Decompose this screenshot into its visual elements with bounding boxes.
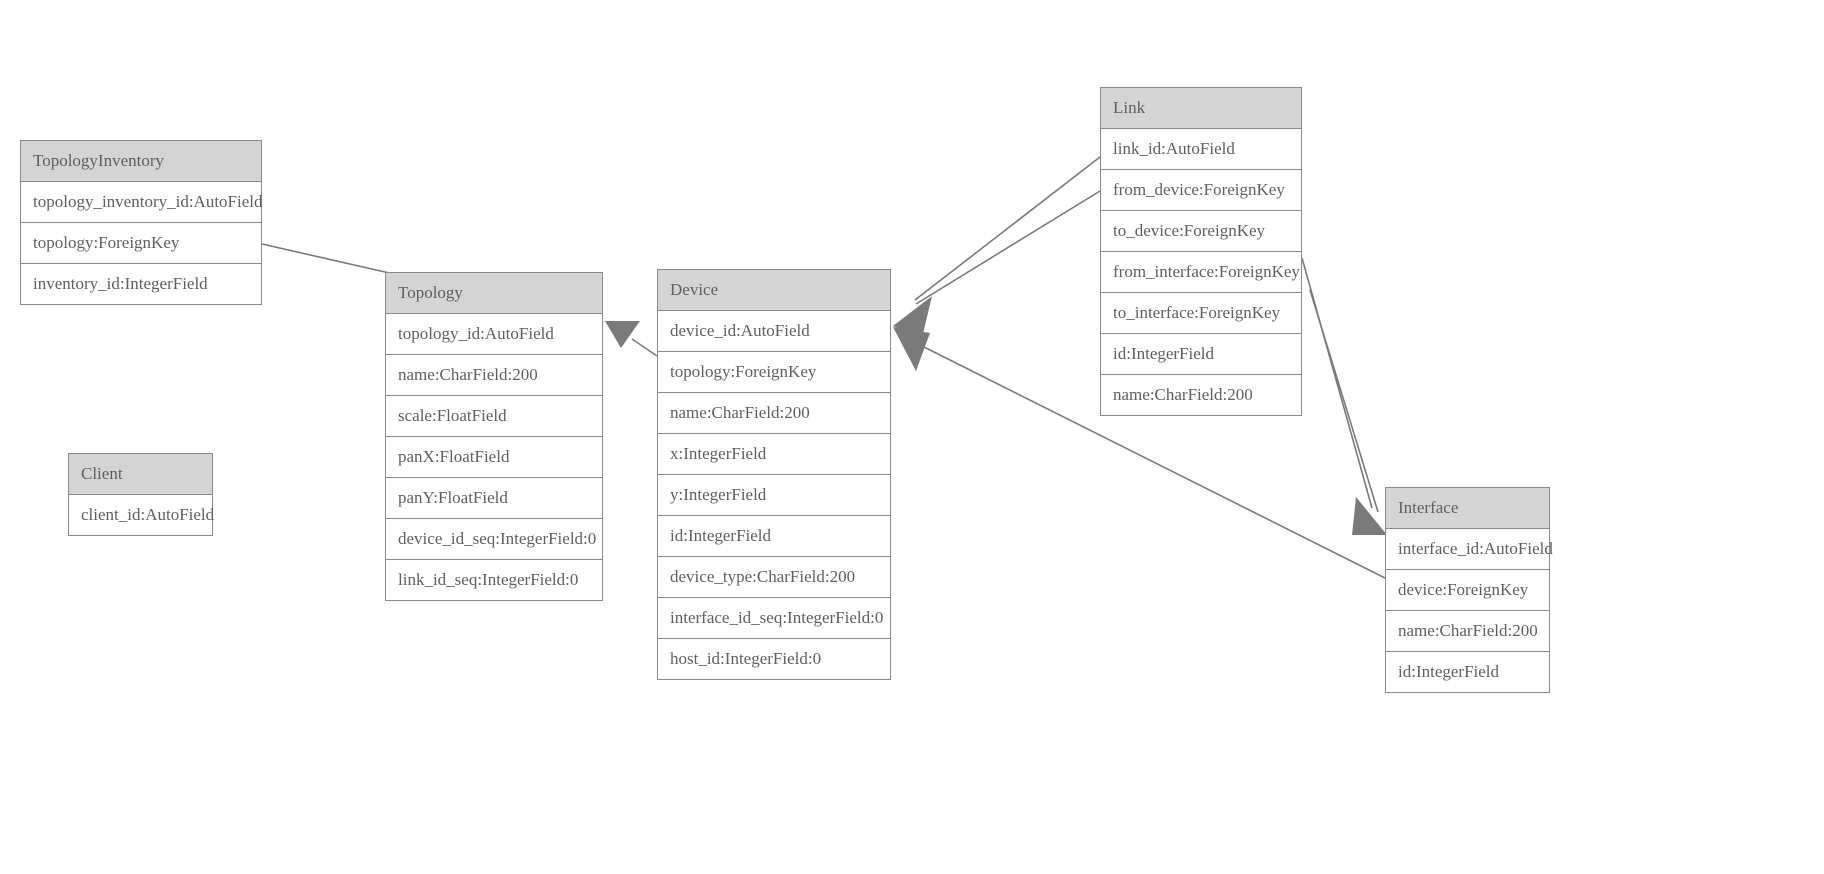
- entity-field: device_id_seq:IntegerField:0: [386, 519, 602, 560]
- edge-link-from-interface: [1301, 257, 1373, 509]
- entity-field: y:IntegerField: [658, 475, 890, 516]
- entity-title: Client: [69, 454, 212, 495]
- entity-field: to_interface:ForeignKey: [1101, 293, 1301, 334]
- entity-field: name:CharField:200: [1101, 375, 1301, 415]
- entity-field: to_device:ForeignKey: [1101, 211, 1301, 252]
- entity-field: topology:ForeignKey: [21, 223, 261, 264]
- edge-link-to-device: [915, 190, 1101, 305]
- entity-field: topology_inventory_id:AutoField: [21, 182, 263, 223]
- entity-title: Topology: [386, 273, 602, 314]
- entity-field: inventory_id:IntegerField: [21, 264, 261, 304]
- edge-device-topology: [605, 321, 658, 357]
- entity-field: device_id:AutoField: [658, 311, 890, 352]
- entity-field: topology_id:AutoField: [386, 314, 602, 355]
- entity-field: host_id:IntegerField:0: [658, 639, 890, 679]
- entity-field: topology:ForeignKey: [658, 352, 890, 393]
- entity-title: Link: [1101, 88, 1301, 129]
- arrowhead-device-from-link: [893, 296, 932, 338]
- entity-field: panY:FloatField: [386, 478, 602, 519]
- entity-field: from_interface:ForeignKey: [1101, 252, 1301, 293]
- entity-title: Device: [658, 270, 890, 311]
- entity-field: id:IntegerField: [658, 516, 890, 557]
- entity-title: TopologyInventory: [21, 141, 261, 182]
- entity-field: panX:FloatField: [386, 437, 602, 478]
- entity-field: id:IntegerField: [1386, 652, 1549, 692]
- entity-title: Interface: [1386, 488, 1549, 529]
- edge-link-from-device: [914, 156, 1101, 301]
- entity-field: link_id:AutoField: [1101, 129, 1301, 170]
- entity-field: x:IntegerField: [658, 434, 890, 475]
- entity-field: from_device:ForeignKey: [1101, 170, 1301, 211]
- entity-field: name:CharField:200: [658, 393, 890, 434]
- arrowhead-interface-from-link: [1352, 497, 1387, 535]
- entity-field: client_id:AutoField: [69, 495, 214, 535]
- entity-field: interface_id:AutoField: [1386, 529, 1553, 570]
- entity-field: id:IntegerField: [1101, 334, 1301, 375]
- edge-link-to-interface: [1309, 289, 1379, 513]
- entity-field: scale:FloatField: [386, 396, 602, 437]
- entity-field: device:ForeignKey: [1386, 570, 1549, 611]
- entity-field: name:CharField:200: [386, 355, 602, 396]
- entity-field: name:CharField:200: [1386, 611, 1549, 652]
- entity-field: link_id_seq:IntegerField:0: [386, 560, 602, 600]
- entity-field: interface_id_seq:IntegerField:0: [658, 598, 890, 639]
- entity-field: device_type:CharField:200: [658, 557, 890, 598]
